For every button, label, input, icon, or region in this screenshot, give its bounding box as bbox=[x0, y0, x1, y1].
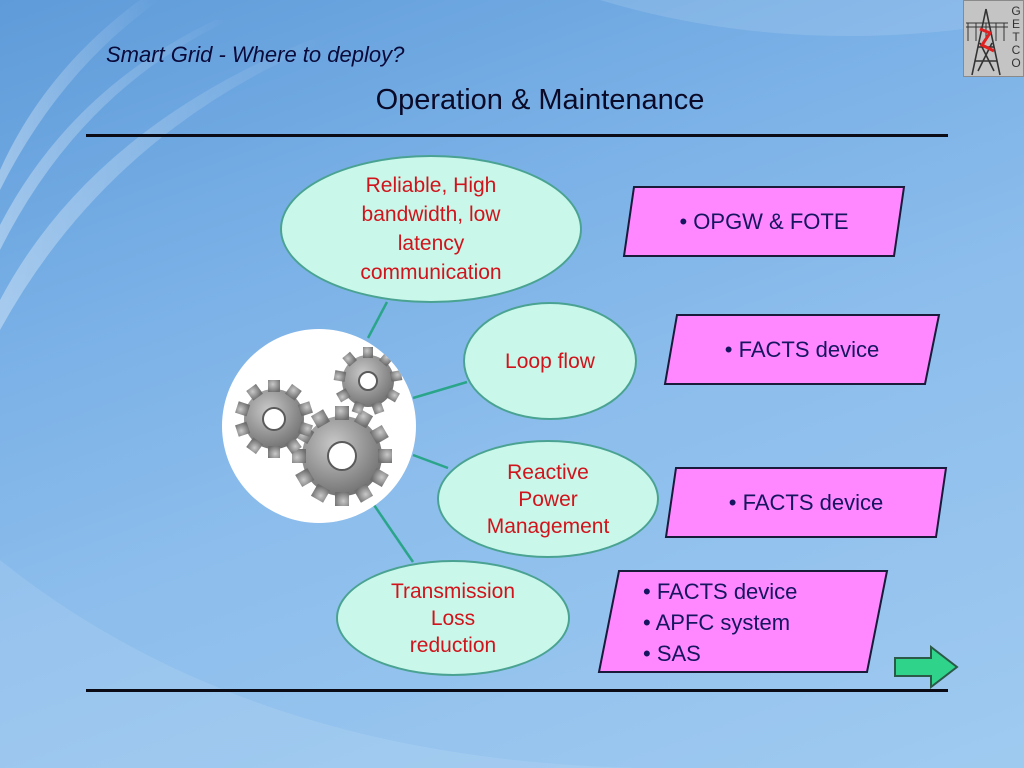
next-arrow-icon[interactable] bbox=[893, 645, 961, 689]
goal-loop-flow: Loop flow bbox=[463, 302, 637, 420]
logo-letter: C bbox=[1011, 43, 1021, 57]
goal-line: bandwidth, low bbox=[361, 203, 501, 226]
connector-line bbox=[366, 301, 389, 339]
parallelogram-shape bbox=[664, 467, 948, 538]
goal-label: Reactive Power Management bbox=[487, 459, 610, 540]
top-rule bbox=[86, 134, 948, 137]
goal-line: Management bbox=[486, 514, 610, 538]
solution-items: • OPGW & FOTE bbox=[679, 206, 848, 237]
getco-logo: G E T C O bbox=[963, 0, 1024, 77]
goal-transmission-loss: Transmission Loss reduction bbox=[336, 560, 570, 676]
solution-item: • SAS bbox=[643, 641, 701, 666]
solution-item: • FACTS device bbox=[643, 579, 798, 604]
goal-line: Power bbox=[518, 487, 578, 511]
slide-title: Operation & Maintenance bbox=[375, 84, 705, 116]
solution-item: • FACTS device bbox=[724, 337, 880, 362]
solution-box-loop-flow: • FACTS device bbox=[663, 314, 941, 386]
solution-item: • APFC system bbox=[643, 610, 791, 635]
goal-line: communication bbox=[360, 261, 502, 284]
solution-items: • FACTS device bbox=[725, 334, 879, 365]
parallelogram-shape bbox=[622, 186, 906, 257]
goal-line: Transmission bbox=[390, 579, 516, 603]
slide-subtitle: Smart Grid - Where to deploy? bbox=[106, 42, 405, 67]
goal-line: reduction bbox=[409, 633, 497, 657]
parallelogram-shape bbox=[663, 314, 941, 385]
goal-reactive-power: Reactive Power Management bbox=[437, 440, 659, 558]
connector-line bbox=[412, 453, 449, 470]
logo-letter: E bbox=[1011, 17, 1020, 31]
connector-line bbox=[372, 504, 415, 563]
goal-line: Loss bbox=[430, 606, 476, 630]
goal-line: latency bbox=[397, 232, 465, 255]
solution-box-opgw: • OPGW & FOTE bbox=[622, 186, 906, 258]
goal-line: Reactive bbox=[507, 460, 589, 484]
gear-top bbox=[333, 347, 403, 415]
bottom-rule bbox=[86, 689, 948, 692]
gear-large bbox=[292, 406, 392, 506]
logo-letters: G E T C O bbox=[1009, 5, 1023, 70]
solution-box-transmission: • FACTS device • APFC system • SAS bbox=[597, 570, 889, 674]
tower-icon bbox=[966, 8, 1008, 76]
goal-line: Reliable, High bbox=[365, 174, 497, 197]
gear-left bbox=[235, 380, 313, 458]
solution-item: • OPGW & FOTE bbox=[679, 209, 849, 234]
connector-line bbox=[412, 380, 468, 400]
solution-items: • FACTS device • APFC system • SAS bbox=[643, 576, 797, 669]
goal-label: Transmission Loss reduction bbox=[391, 578, 515, 659]
solution-box-reactive: • FACTS device bbox=[664, 467, 948, 539]
goal-label: Reliable, High bandwidth, low latency co… bbox=[360, 171, 501, 287]
logo-letter: G bbox=[1011, 4, 1021, 18]
solution-item: • FACTS device bbox=[728, 490, 884, 515]
solution-items: • FACTS device bbox=[729, 487, 883, 518]
parallelogram-shape bbox=[597, 570, 889, 673]
goal-communication: Reliable, High bandwidth, low latency co… bbox=[280, 155, 582, 303]
gears-icon bbox=[222, 329, 416, 523]
goal-label: Loop flow bbox=[505, 347, 595, 376]
logo-letter: O bbox=[1011, 56, 1021, 70]
goal-line: Loop flow bbox=[505, 349, 595, 373]
logo-letter: T bbox=[1012, 30, 1020, 44]
